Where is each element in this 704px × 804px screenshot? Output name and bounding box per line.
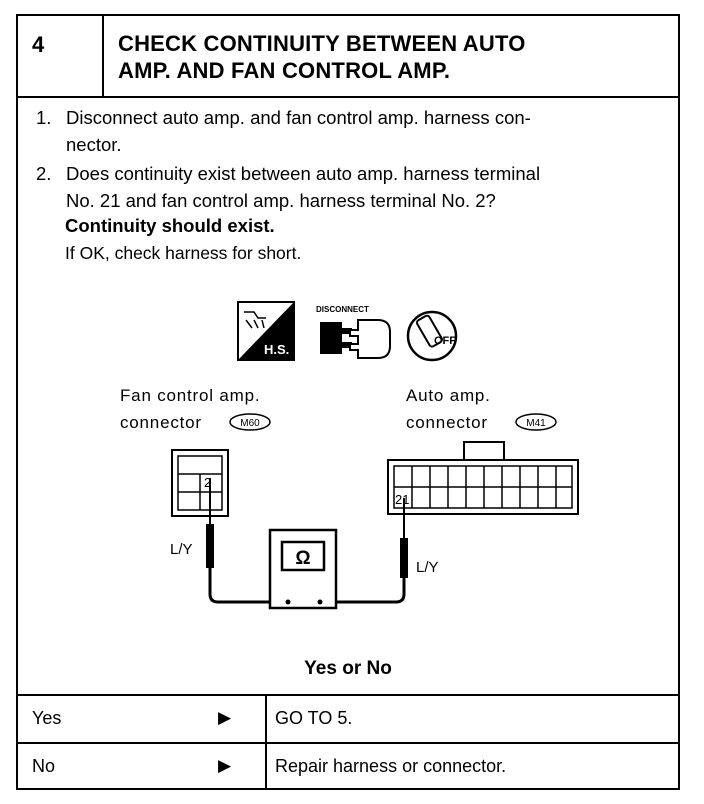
left-connector-label: Fan control amp. connector (120, 382, 260, 436)
arrow-right-icon: ▶ (218, 708, 232, 727)
procedure-frame: 4 CHECK CONTINUITY BETWEEN AUTO AMP. AND… (16, 14, 680, 790)
result-row-no: No ▶ Repair harness or connector. (18, 742, 678, 790)
step-title-line1: CHECK CONTINUITY BETWEEN AUTO (118, 31, 526, 56)
ohm-symbol-icon: Ω (295, 548, 310, 569)
instruction-1: 1. Disconnect auto amp. and fan control … (36, 104, 666, 158)
harness-icon-label: H.S. (264, 342, 289, 357)
left-wire-color: L/Y (170, 541, 193, 558)
left-connector-code-badge: M60 (229, 413, 271, 431)
right-connector-label-line1: Auto amp. (406, 386, 491, 405)
column-divider (265, 744, 267, 790)
ignition-icon-label: OFF (434, 335, 456, 347)
instruction-text-line1: Disconnect auto amp. and fan control amp… (66, 107, 531, 128)
right-connector-code: M41 (526, 418, 546, 429)
left-probe: L/Y (170, 478, 288, 604)
left-connector-label-line1: Fan control amp. (120, 386, 261, 405)
requirement-text: Continuity should exist. (65, 215, 275, 236)
step-title: CHECK CONTINUITY BETWEEN AUTO AMP. AND F… (118, 30, 658, 84)
result-action: GO TO 5. (275, 708, 353, 728)
decision-prompt: Yes or No (304, 658, 392, 679)
right-terminal-number: 21 (395, 492, 409, 507)
instruction-text-line2: No. 21 and fan control amp. harness term… (66, 190, 496, 211)
left-terminal-number: 2 (204, 475, 211, 490)
right-connector-code-badge: M41 (515, 413, 557, 431)
right-probe: L/Y (320, 498, 439, 604)
arrow-right-icon: ▶ (218, 756, 232, 775)
right-connector-label-line2: connector (406, 413, 488, 432)
result-key: Yes (32, 708, 62, 728)
instruction-number: 2. (36, 163, 52, 184)
result-action: Repair harness or connector. (275, 756, 507, 776)
result-row-yes: Yes ▶ GO TO 5. (18, 694, 678, 742)
result-key: No (32, 756, 56, 776)
instruction-number: 1. (36, 107, 52, 128)
disconnect-icon: DISCONNECT (316, 305, 391, 359)
left-connector-code: M60 (240, 418, 260, 429)
right-connector-label: Auto amp. connector (406, 382, 491, 436)
circuit-diagram: H.S. DISCONNECT OFF M60 M41 (170, 301, 579, 610)
instruction-text-line1: Does continuity exist between auto amp. … (66, 163, 541, 184)
step-header: 4 CHECK CONTINUITY BETWEEN AUTO AMP. AND… (18, 16, 678, 98)
column-divider (265, 696, 267, 742)
harness-icon: H.S. (237, 301, 295, 361)
step-number: 4 (18, 16, 104, 96)
left-connector: 2 (171, 449, 229, 517)
disconnect-icon-label: DISCONNECT (316, 305, 369, 314)
note-text: If OK, check harness for short. (65, 243, 302, 263)
instruction-2: 2. Does continuity exist between auto am… (36, 160, 676, 214)
ohmmeter: Ω (268, 528, 338, 610)
right-connector: 21 (387, 441, 579, 515)
right-wire-color: L/Y (416, 559, 439, 576)
step-title-line2: AMP. AND FAN CONTROL AMP. (118, 58, 451, 83)
instruction-text-line2: nector. (66, 134, 122, 155)
left-connector-label-line2: connector (120, 413, 202, 432)
ignition-key-icon: OFF (406, 310, 458, 362)
